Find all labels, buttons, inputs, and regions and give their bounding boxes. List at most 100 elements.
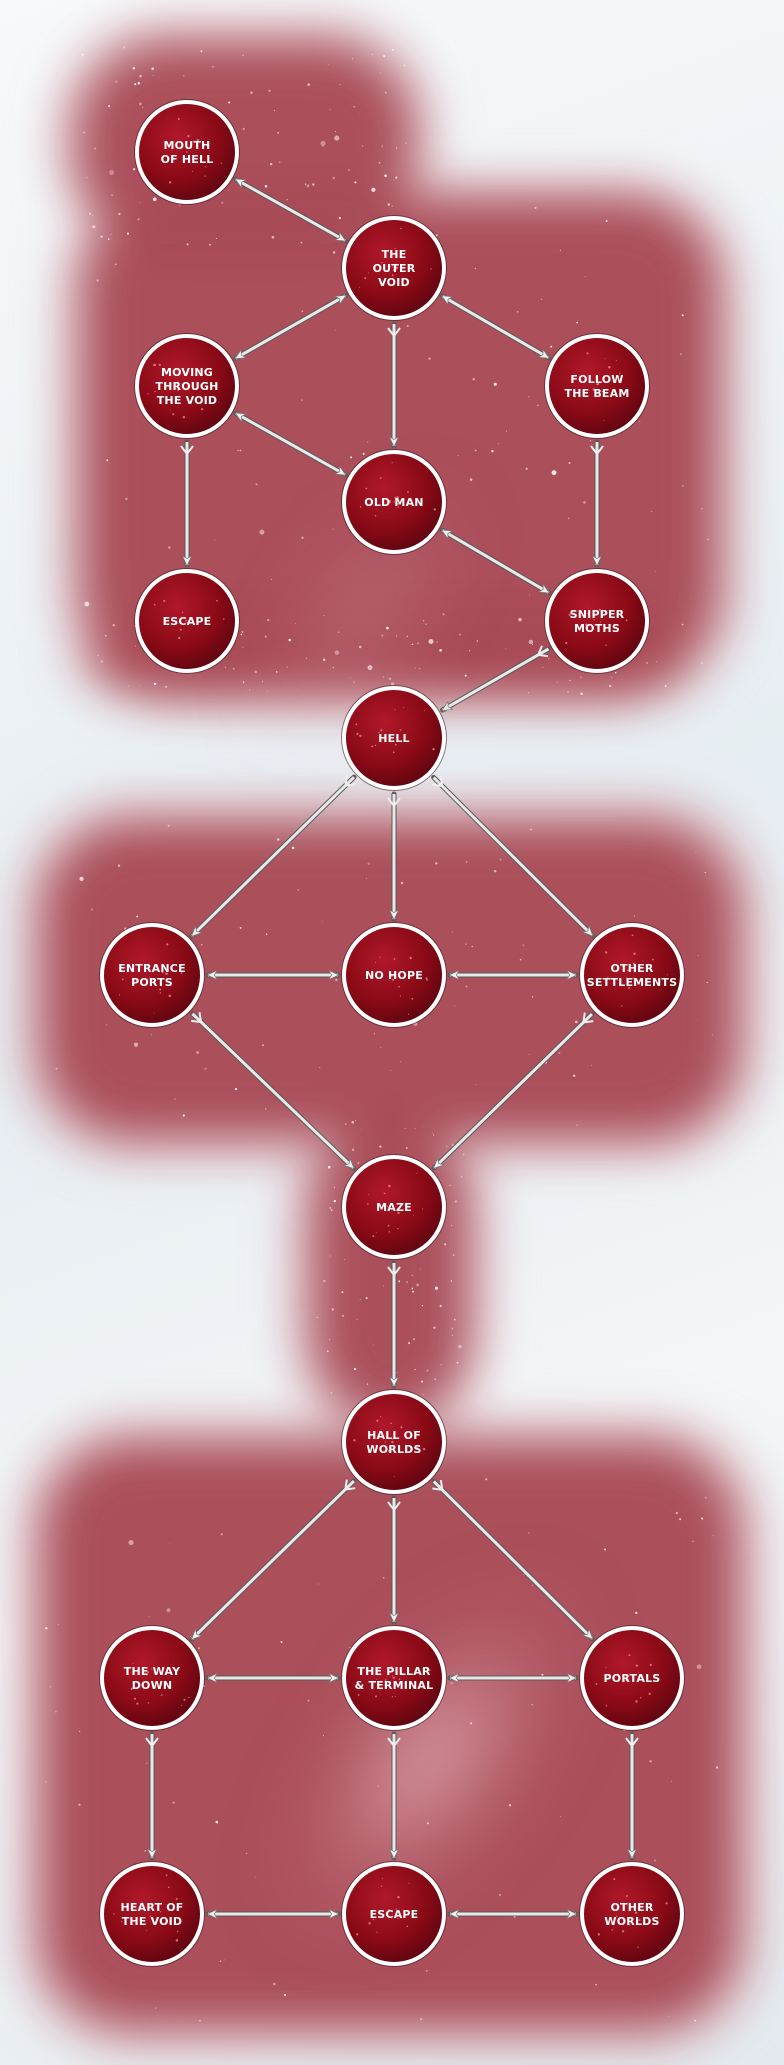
node-sparkle bbox=[154, 364, 156, 366]
star bbox=[552, 470, 557, 475]
star bbox=[682, 624, 684, 626]
star bbox=[609, 685, 611, 687]
node-sparkle bbox=[169, 181, 171, 183]
node-escape-2[interactable]: ESCAPE bbox=[341, 1861, 447, 1967]
star bbox=[421, 1381, 423, 1383]
star bbox=[265, 636, 267, 638]
star bbox=[212, 66, 214, 68]
node-sparkle bbox=[356, 733, 358, 735]
star bbox=[379, 1146, 381, 1148]
star bbox=[382, 146, 383, 147]
star bbox=[228, 190, 229, 191]
star bbox=[306, 658, 307, 659]
node-sparkle bbox=[650, 1664, 652, 1666]
node-sparkle bbox=[376, 1420, 378, 1422]
node-label: FOLLOW bbox=[570, 373, 623, 386]
node-portals[interactable]: PORTALS bbox=[579, 1625, 685, 1731]
star bbox=[452, 932, 453, 933]
star bbox=[201, 944, 202, 945]
star bbox=[412, 1288, 414, 1290]
node-sparkle bbox=[154, 604, 156, 606]
node-escape-1[interactable]: ESCAPE bbox=[134, 568, 240, 674]
star bbox=[246, 1853, 247, 1854]
node-hell[interactable]: HELL bbox=[341, 685, 447, 791]
star bbox=[196, 1051, 198, 1053]
star bbox=[567, 691, 569, 693]
node-other-settlements[interactable]: OTHERSETTLEMENTS bbox=[579, 922, 685, 1028]
node-the-way-down[interactable]: THE WAYDOWN bbox=[99, 1625, 205, 1731]
star bbox=[345, 1123, 347, 1125]
star bbox=[381, 635, 383, 637]
node-snipper-moths[interactable]: SNIPPERMOTHS bbox=[544, 568, 650, 674]
star bbox=[333, 251, 335, 253]
star bbox=[101, 660, 103, 662]
star bbox=[136, 916, 138, 918]
node-entrance-ports[interactable]: ENTRANCEPORTS bbox=[99, 922, 205, 1028]
node-sparkle bbox=[416, 1173, 417, 1174]
star bbox=[268, 90, 270, 92]
star bbox=[319, 1067, 320, 1068]
star bbox=[330, 1207, 332, 1209]
node-sparkle bbox=[353, 1439, 355, 1441]
node-label: NO HOPE bbox=[365, 969, 423, 982]
star bbox=[125, 498, 127, 500]
star bbox=[224, 1959, 225, 1960]
node-outer-void[interactable]: THEOUTERVOID bbox=[341, 215, 447, 321]
star bbox=[115, 80, 117, 82]
star bbox=[457, 1362, 459, 1364]
star bbox=[550, 346, 552, 348]
star bbox=[138, 218, 140, 220]
star bbox=[173, 1802, 175, 1804]
node-maze[interactable]: MAZE bbox=[341, 1154, 447, 1260]
star bbox=[433, 1135, 434, 1136]
star bbox=[348, 169, 350, 171]
node-pillar-terminal[interactable]: THE PILLAR& TERMINAL bbox=[341, 1625, 447, 1731]
star bbox=[279, 161, 281, 163]
star bbox=[82, 54, 84, 56]
star bbox=[509, 1804, 511, 1806]
star bbox=[707, 982, 708, 983]
star bbox=[350, 677, 351, 678]
node-sparkle bbox=[586, 352, 588, 354]
node-sparkle bbox=[637, 1947, 638, 1948]
star bbox=[106, 1024, 107, 1025]
node-sparkle bbox=[393, 751, 395, 753]
star bbox=[97, 655, 98, 656]
node-mouth-of-hell[interactable]: MOUTHOF HELL bbox=[134, 99, 240, 205]
star bbox=[494, 383, 497, 386]
star bbox=[332, 529, 333, 530]
star bbox=[656, 661, 657, 662]
node-sparkle bbox=[400, 729, 402, 731]
node-hall-of-worlds[interactable]: HALL OFWORLDS bbox=[341, 1389, 447, 1495]
star bbox=[556, 681, 557, 682]
star bbox=[701, 662, 703, 664]
star bbox=[569, 680, 570, 681]
star bbox=[458, 455, 459, 456]
node-sparkle bbox=[413, 1215, 414, 1216]
star bbox=[79, 877, 83, 881]
star bbox=[528, 692, 529, 693]
star bbox=[220, 1960, 222, 1962]
node-old-man[interactable]: OLD MAN bbox=[341, 449, 447, 555]
star bbox=[109, 170, 114, 175]
node-heart-of-void[interactable]: HEART OFTHE VOID bbox=[99, 1861, 205, 1967]
star bbox=[79, 1731, 80, 1732]
node-follow-the-beam[interactable]: FOLLOWTHE BEAM bbox=[544, 333, 650, 439]
star bbox=[568, 462, 570, 464]
star bbox=[451, 1682, 453, 1684]
star bbox=[558, 1052, 560, 1054]
node-moving-through-void[interactable]: MOVINGTHROUGHTHE VOID bbox=[134, 333, 240, 439]
star bbox=[214, 540, 215, 541]
node-other-worlds[interactable]: OTHERWORLDS bbox=[579, 1861, 685, 1967]
node-sparkle bbox=[375, 745, 376, 746]
node-circle bbox=[547, 571, 647, 671]
star bbox=[301, 242, 303, 244]
star bbox=[420, 1269, 421, 1270]
node-sparkle bbox=[380, 1416, 381, 1417]
node-label: WORLDS bbox=[366, 1443, 421, 1456]
node-no-hope[interactable]: NO HOPE bbox=[341, 922, 447, 1028]
star bbox=[406, 1147, 408, 1149]
star bbox=[115, 264, 117, 266]
star bbox=[451, 1225, 452, 1226]
node-sparkle bbox=[626, 619, 628, 621]
